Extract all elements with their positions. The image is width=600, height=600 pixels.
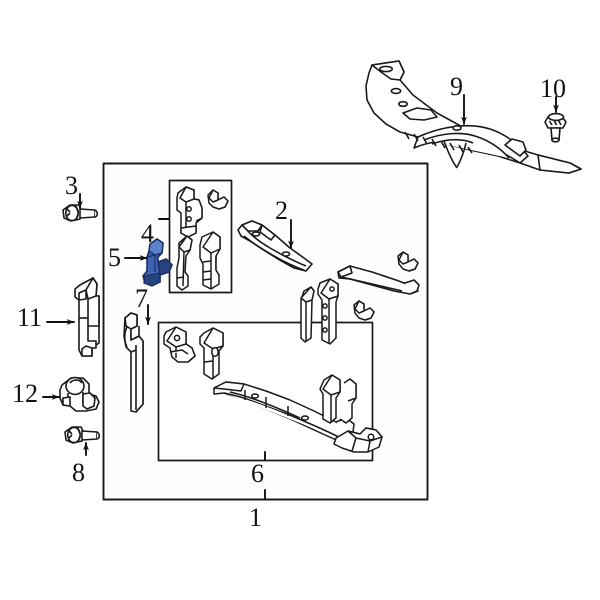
- side-support-panel: [74, 277, 100, 357]
- callout-label-12[interactable]: 12: [12, 379, 38, 408]
- bracket-group-parts: [176, 186, 229, 291]
- callout-label-1[interactable]: 1: [249, 503, 262, 532]
- bolt-lower-left: [64, 426, 101, 444]
- callout-label-6[interactable]: 6: [251, 459, 264, 488]
- undercover-panel: [365, 60, 582, 174]
- clip-fastener: [544, 112, 567, 143]
- callout-label-8[interactable]: 8: [72, 458, 85, 487]
- upper-tie-bar-extension: [337, 265, 420, 295]
- lower-tie-bar-parts: [163, 326, 383, 453]
- upper-tie-bar: [237, 220, 313, 272]
- callout-label-3[interactable]: 3: [65, 171, 78, 200]
- callout-label-7[interactable]: 7: [135, 284, 148, 313]
- callout-label-5[interactable]: 5: [108, 243, 121, 272]
- callout-label-10[interactable]: 10: [540, 74, 566, 103]
- center-support-panels: [300, 278, 375, 345]
- callout-label-4[interactable]: 4: [141, 219, 154, 248]
- upper-right-hook-bracket: [397, 251, 419, 272]
- vertical-brace: [123, 312, 144, 413]
- callout-label-2[interactable]: 2: [275, 196, 288, 225]
- callout-leaders: [42, 94, 559, 500]
- highlighted-bracket[interactable]: [142, 238, 173, 287]
- callout-label-9[interactable]: 9: [450, 72, 463, 101]
- grommet-mount: [59, 376, 100, 412]
- callout-label-11[interactable]: 11: [17, 303, 43, 332]
- bolt-upper-left: [62, 204, 99, 222]
